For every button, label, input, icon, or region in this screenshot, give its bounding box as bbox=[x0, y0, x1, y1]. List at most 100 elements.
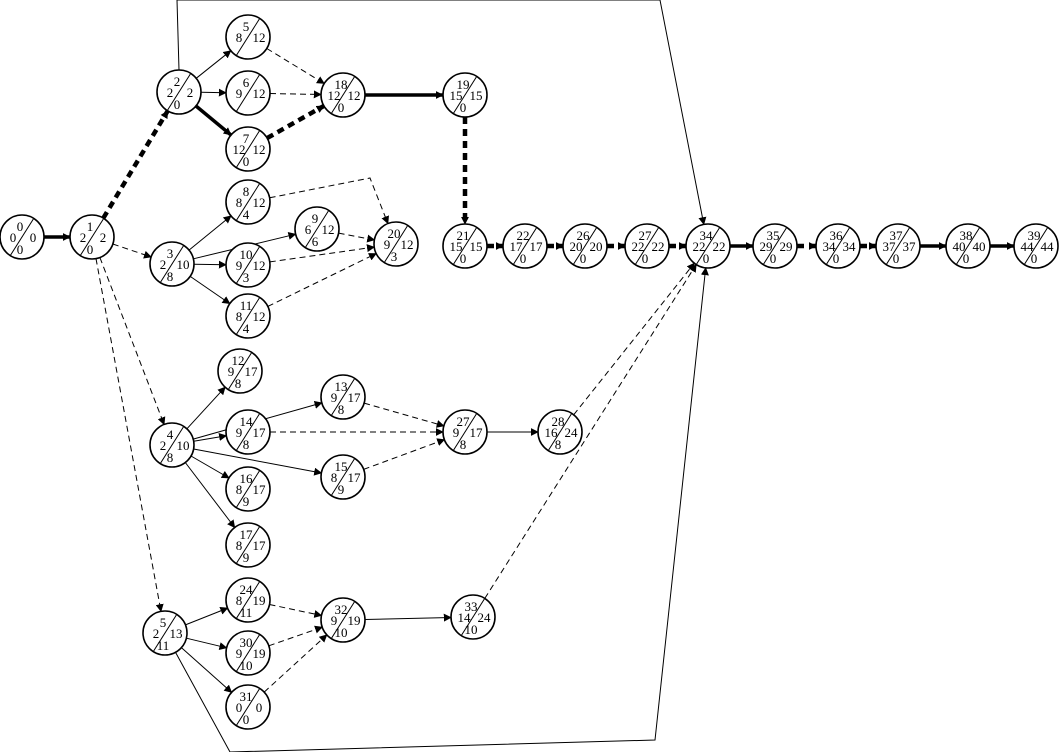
node-divider bbox=[452, 412, 478, 452]
node-top-label: 0 bbox=[17, 219, 24, 234]
edge-n4-to-n12 bbox=[186, 386, 226, 430]
node-top-label: 19 bbox=[457, 77, 470, 92]
edge-n1-to-n2 bbox=[101, 109, 170, 220]
node-left-label: 0 bbox=[236, 700, 243, 715]
node-divider bbox=[452, 75, 478, 115]
edge-n11-to-n20 bbox=[267, 253, 377, 307]
node-left-label: 44 bbox=[1021, 239, 1035, 254]
node-top-label: 24 bbox=[240, 582, 254, 597]
node-top-label: 5 bbox=[160, 615, 167, 630]
node-left-label: 9 bbox=[236, 425, 243, 440]
node-right-label: 2 bbox=[100, 230, 107, 245]
node-bottom-label: 10 bbox=[465, 622, 478, 637]
node-top-label: 1 bbox=[87, 219, 94, 234]
node-top-label: 11 bbox=[240, 298, 253, 313]
node-divider bbox=[235, 182, 261, 222]
node-left-label: 2 bbox=[167, 85, 174, 100]
node-divider bbox=[695, 226, 721, 266]
node-left-label: 14 bbox=[458, 610, 472, 625]
node-top-label: 22 bbox=[517, 228, 530, 243]
node-right-label: 12 bbox=[253, 30, 266, 45]
node-right-label: 17 bbox=[253, 538, 267, 553]
edge-n30-to-n32 bbox=[268, 625, 323, 647]
node-top-label: 6 bbox=[243, 75, 250, 90]
edge-n5-to-n24 bbox=[185, 607, 229, 626]
node-right-label: 19 bbox=[348, 613, 361, 628]
node-top-label: 14 bbox=[240, 414, 254, 429]
node-bottom-label: 9 bbox=[338, 482, 345, 497]
node-bottom-label: 8 bbox=[167, 450, 174, 465]
edge-n5-to-n31 bbox=[181, 647, 233, 693]
node-divider bbox=[955, 226, 981, 266]
node-right-label: 22 bbox=[713, 239, 726, 254]
node-divider bbox=[304, 209, 330, 249]
node-top-label: 20 bbox=[388, 226, 401, 241]
edge-n3-to-n11 bbox=[189, 275, 231, 305]
edge-n8-to-n20 bbox=[269, 177, 389, 225]
edge-n4-to-n17 bbox=[184, 462, 236, 529]
node-left-label: 2 bbox=[160, 257, 167, 272]
node-left-label: 8 bbox=[236, 309, 243, 324]
node-right-label: 22 bbox=[652, 239, 665, 254]
node-divider bbox=[825, 226, 851, 266]
node-left-label: 22 bbox=[693, 239, 706, 254]
node-divider bbox=[235, 687, 261, 727]
node-divider bbox=[235, 469, 261, 509]
node-bottom-label: 3 bbox=[243, 270, 250, 285]
node-bottom-label: 3 bbox=[391, 249, 398, 264]
node-top-label: 32 bbox=[335, 602, 348, 617]
node-bottom-label: 8 bbox=[555, 437, 562, 452]
node-top-label: 33 bbox=[465, 599, 478, 614]
node-bottom-label: 4 bbox=[243, 321, 250, 336]
node-left-label: 8 bbox=[236, 30, 243, 45]
node-bottom-label: 8 bbox=[235, 376, 242, 391]
node-top-label: 36 bbox=[830, 228, 844, 243]
node-bottom-label: 8 bbox=[338, 402, 345, 417]
node-bottom-label: 0 bbox=[833, 251, 840, 266]
node-left-label: 0 bbox=[10, 230, 17, 245]
node-right-label: 37 bbox=[903, 239, 917, 254]
edge-n13-to-n27b bbox=[363, 402, 445, 428]
node-right-label: 15 bbox=[470, 88, 483, 103]
node-divider bbox=[159, 425, 185, 465]
node-right-label: 12 bbox=[253, 258, 266, 273]
node-right-label: 17 bbox=[348, 470, 362, 485]
node-left-label: 9 bbox=[236, 646, 243, 661]
node-left-label: 15 bbox=[450, 88, 463, 103]
node-bottom-label: 6 bbox=[312, 234, 319, 249]
node-top-label: 37 bbox=[890, 228, 904, 243]
edge-n4-to-n16 bbox=[190, 455, 230, 479]
node-divider bbox=[330, 600, 356, 640]
node-divider bbox=[235, 525, 261, 565]
node-divider bbox=[235, 17, 261, 57]
node-right-label: 17 bbox=[470, 425, 484, 440]
edge-n31-to-n32 bbox=[263, 634, 328, 693]
node-left-label: 9 bbox=[228, 364, 235, 379]
node-top-label: 26 bbox=[577, 228, 591, 243]
node-bottom-label: 0 bbox=[460, 100, 467, 115]
edge-n32-to-n33 bbox=[364, 613, 452, 622]
node-divider bbox=[1023, 226, 1049, 266]
edge-n5-to-n34 bbox=[175, 267, 709, 752]
node-top-label: 28 bbox=[552, 414, 565, 429]
node-right-label: 13 bbox=[170, 626, 183, 641]
node-left-label: 20 bbox=[570, 239, 583, 254]
node-right-label: 12 bbox=[253, 142, 266, 157]
node-bottom-label: 0 bbox=[893, 251, 900, 266]
node-left-label: 17 bbox=[510, 239, 524, 254]
